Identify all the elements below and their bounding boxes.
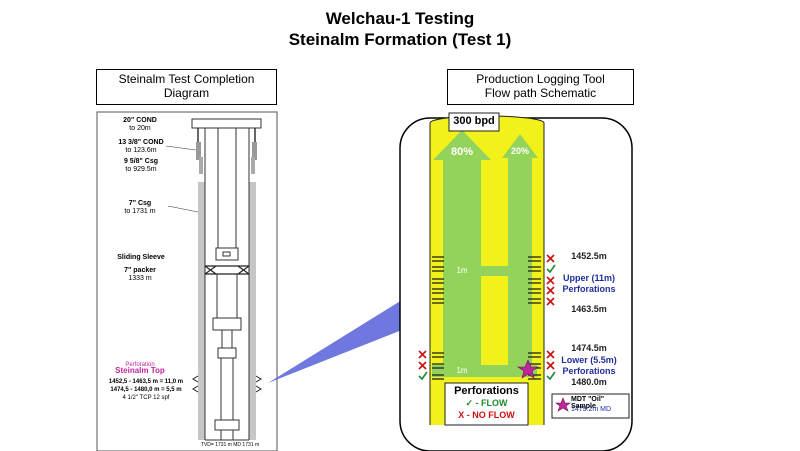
steinalm-top-label: Steinalm Top [115,366,165,375]
lower-perf-line2: Perforations [562,366,616,376]
lower-right-check-icon [546,371,556,381]
upper-cross-label: 1m [456,266,468,275]
cond-20-label: 20" COND [123,117,157,124]
csg-958-label: 9 5/8" Csg [123,158,159,165]
csg-7-depth: to 1731 m [124,208,156,215]
lower-left-cross-icons [418,350,427,370]
csg-958-right [251,157,255,174]
mdt-depth: 1479.2m MD [571,406,612,413]
rate-label: 300 bpd [453,115,495,127]
upper-cross-icons [546,254,555,306]
side-flow-column [508,155,532,375]
sliding-sleeve-label: Sliding Sleeve [117,254,165,261]
legend-title: Perforations [454,385,519,397]
completion-frame [96,111,278,451]
perf-interval-2: 1474,5 - 1480,0 m = 5,5 m [110,387,182,393]
cond-20-depth: to 20m [129,125,151,132]
csg-7-right [249,182,256,440]
lower-cross-flow [432,365,537,377]
upper-check-icon [546,264,556,274]
depth-1452: 1452.5m [571,251,607,261]
csg-7-label: 7" Csg [128,200,152,207]
cond-13-left [196,142,201,160]
flow-schematic [399,112,633,451]
rate-box [448,112,500,132]
lower-perf-line1: Lower (5.5m) [561,355,617,365]
td-footer: TVD= 1731 m MD 1731 m [200,442,260,448]
mdt-label: MDT "Oil" Sample [571,396,605,410]
cond-13-right [252,142,257,160]
left-panel-heading: Steinalm Test Completion Diagram [96,69,277,105]
packer-label: 7" packer [124,267,156,274]
lower-left-check-icon [418,371,428,381]
mdt-star-icon [517,359,539,379]
packer-icon [204,265,250,275]
csg-7-left [198,182,205,440]
perforation-small-label: Perforation [125,362,155,368]
perforations-legend-box [444,382,529,426]
depth-1480: 1480.0m [571,377,607,387]
right-heading-line1: Production Logging Tool [476,72,605,86]
tubing-joint [212,317,242,331]
cond-13-label: 13 3/8" COND [118,139,164,146]
upper-perforation-ticks [432,256,541,304]
csg-958-left [199,157,203,174]
main-flow-column [443,155,481,375]
lower-cross-label: 1m [456,366,468,375]
mdt-legend-star-icon [555,397,571,412]
packer-depth: 1333 m [128,275,152,282]
completion-diagram [96,111,278,451]
lower-right-cross-icons [546,350,555,370]
upper-cross-flow [443,266,532,276]
right-heading-line2: Flow path Schematic [484,86,597,100]
bottom-plug [214,419,240,431]
main-flow-percent: 80% [450,146,474,158]
upper-perf-line2: Perforations [562,284,616,294]
left-heading-line1: Steinalm Test Completion [118,72,255,86]
page-subtitle: Steinalm Formation (Test 1) [288,30,512,49]
page-title: Welchau-1 Testing [325,9,475,28]
side-flow-percent: 20% [510,146,529,156]
perf-interval-1: 1452,5 - 1463,5 m = 11,0 m [108,379,184,385]
tcp-label: 4 1/2" TCP 12 spf [122,395,170,401]
perforation-marks [192,375,262,393]
lower-perforation-ticks [432,352,541,380]
side-up-arrow-icon [502,134,538,158]
connector-wedge [268,300,402,383]
legend-flow: ✓ - FLOW [465,398,508,408]
cond-13-depth: to 123.6m [125,147,157,154]
depth-1474: 1474.5m [571,343,607,353]
right-panel-heading: Production Logging Tool Flow path Schema… [447,69,634,105]
depth-1463: 1463.5m [571,304,607,314]
csg-958-depth: to 929.5m [125,166,157,173]
main-up-arrow-icon [433,130,491,160]
upper-perf-line1: Upper (11m) [562,273,615,283]
flow-paths [432,130,538,377]
wellhead [191,118,262,129]
left-heading-line2: Diagram [163,86,210,100]
legend-no-flow: X - NO FLOW [458,410,515,420]
